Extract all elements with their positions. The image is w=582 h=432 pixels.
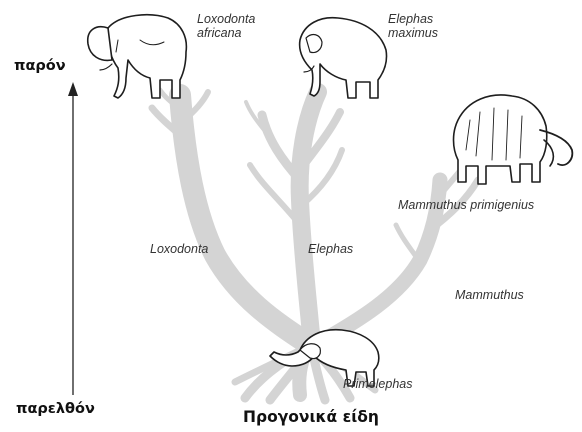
species-label-line: Elephas (388, 12, 438, 26)
elephas-lineage (300, 92, 318, 345)
asian-elephant-icon (300, 18, 387, 98)
lineage-label-elephas: Elephas (308, 242, 353, 256)
species-label-loxodonta-africana: Loxodonta africana (197, 12, 255, 40)
woolly-mammoth-icon (454, 95, 573, 184)
species-label-line: Loxodonta (197, 12, 255, 26)
loxodonta-lineage (180, 95, 310, 345)
lineage-label-mammuthus: Mammuthus (455, 288, 524, 302)
lineage-label-loxodonta: Loxodonta (150, 242, 208, 256)
species-label-primelephas: Primelephas (343, 377, 412, 391)
species-label-mammuthus-primigenius: Mammuthus primigenius (398, 198, 534, 212)
species-label-elephas-maximus: Elephas maximus (388, 12, 438, 40)
mammuthus-twig (396, 225, 420, 262)
ancestral-species-label: Προγονικά είδη (243, 408, 379, 426)
arrowhead-icon (68, 82, 78, 96)
species-label-line: maximus (388, 26, 438, 40)
time-arrow (68, 82, 78, 395)
time-axis-past-label: παρελθόν (16, 401, 95, 417)
time-axis-present-label: παρόν (14, 58, 66, 74)
species-label-line: africana (197, 26, 255, 40)
african-elephant-icon (88, 15, 187, 98)
